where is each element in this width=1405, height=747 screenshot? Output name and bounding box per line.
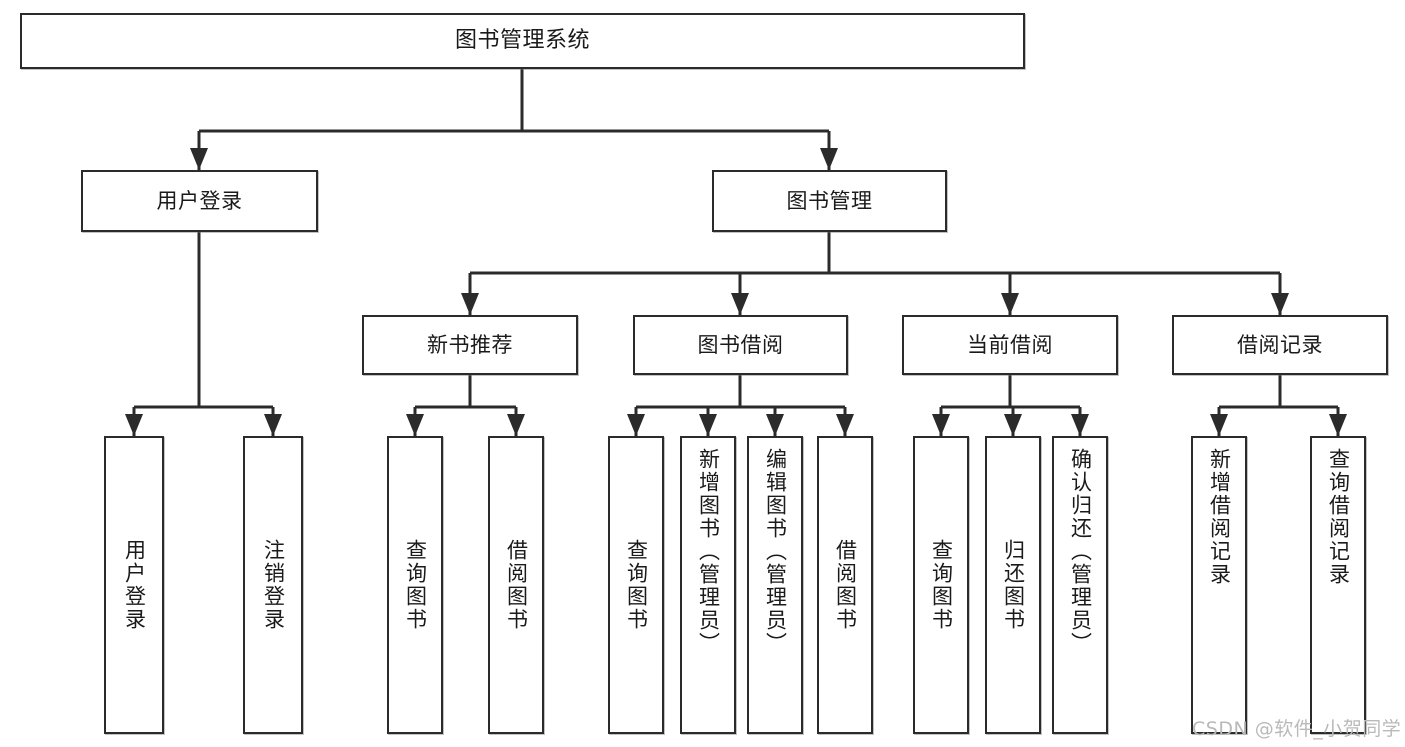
node-label: 新增借阅记录: [1207, 448, 1232, 586]
node-leaf-confirm-return[interactable]: 确认归还（管理员）: [1052, 436, 1108, 734]
node-label: 图书管理系统: [454, 28, 590, 54]
arrowhead-icon: [766, 414, 784, 436]
node-new-book-recommend[interactable]: 新书推荐: [362, 315, 578, 375]
node-leaf-add-record[interactable]: 新增借阅记录: [1191, 436, 1247, 734]
node-label: 用户登录: [122, 539, 147, 631]
arrowhead-icon: [932, 414, 950, 436]
arrowhead-icon: [461, 293, 479, 315]
arrowhead-icon: [125, 414, 143, 436]
node-user-login[interactable]: 用户登录: [81, 170, 318, 232]
arrowhead-icon: [836, 414, 854, 436]
arrowhead-icon: [731, 293, 749, 315]
node-label: 查询图书: [403, 539, 428, 631]
arrowhead-icon: [1329, 414, 1347, 436]
node-leaf-user-login[interactable]: 用户登录: [104, 436, 164, 734]
node-label: 查询图书: [929, 539, 954, 631]
node-label: 用户登录: [156, 188, 243, 213]
arrowhead-icon: [1210, 414, 1228, 436]
arrowhead-icon: [627, 414, 645, 436]
arrowhead-icon: [406, 414, 424, 436]
arrowhead-icon: [1271, 293, 1289, 315]
node-label: 借阅记录: [1237, 332, 1323, 357]
arrowhead-icon: [190, 148, 208, 170]
node-book-borrow[interactable]: 图书借阅: [633, 315, 848, 375]
node-label: 当前借阅: [967, 332, 1053, 357]
node-book-manage[interactable]: 图书管理: [712, 170, 947, 232]
node-label: 归还图书: [1001, 539, 1026, 631]
node-label: 图书借阅: [697, 332, 784, 357]
node-label: 注销登录: [261, 539, 286, 631]
node-current-borrow[interactable]: 当前借阅: [902, 315, 1118, 375]
node-label: 编辑图书（管理员）: [763, 448, 788, 655]
arrowhead-icon: [699, 414, 717, 436]
arrowhead-icon: [264, 414, 282, 436]
arrowhead-icon: [507, 414, 525, 436]
node-leaf-logout[interactable]: 注销登录: [243, 436, 303, 734]
arrowhead-icon: [1071, 414, 1089, 436]
node-label: 查询图书: [624, 539, 649, 631]
node-label: 新增图书（管理员）: [696, 448, 721, 655]
node-leaf-query-book-3[interactable]: 查询图书: [913, 436, 969, 734]
node-label: 查询借阅记录: [1326, 448, 1351, 586]
node-leaf-borrow-book-1[interactable]: 借阅图书: [488, 436, 544, 734]
node-root[interactable]: 图书管理系统: [20, 13, 1025, 69]
node-label: 图书管理: [786, 188, 873, 213]
node-label: 确认归还（管理员）: [1068, 448, 1093, 655]
node-borrow-record[interactable]: 借阅记录: [1172, 315, 1388, 375]
arrowhead-icon: [820, 148, 838, 170]
node-leaf-add-book[interactable]: 新增图书（管理员）: [680, 436, 736, 734]
node-leaf-query-record[interactable]: 查询借阅记录: [1310, 436, 1366, 734]
node-label: 借阅图书: [504, 539, 529, 631]
arrowhead-icon: [1001, 293, 1019, 315]
node-label: 借阅图书: [833, 539, 858, 631]
arrowhead-icon: [1004, 414, 1022, 436]
node-leaf-edit-book[interactable]: 编辑图书（管理员）: [747, 436, 803, 734]
node-label: 新书推荐: [427, 332, 513, 357]
node-leaf-return-book[interactable]: 归还图书: [985, 436, 1041, 734]
node-leaf-borrow-book-2[interactable]: 借阅图书: [817, 436, 873, 734]
node-leaf-query-book-2[interactable]: 查询图书: [608, 436, 664, 734]
node-leaf-query-book-1[interactable]: 查询图书: [387, 436, 443, 734]
